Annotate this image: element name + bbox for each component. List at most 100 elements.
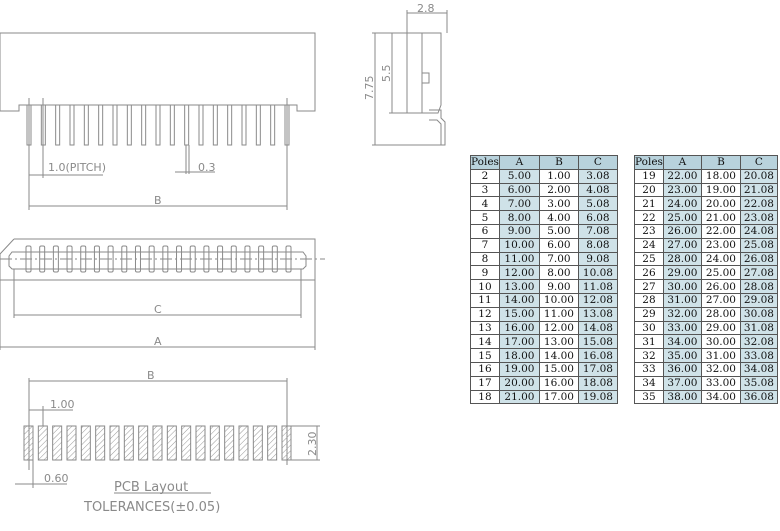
header-c: C (577, 155, 618, 170)
pin (255, 104, 261, 146)
cell-poles: 2 (470, 168, 500, 184)
cell-b: 13.00 (538, 334, 579, 350)
cell-poles: 20 (634, 182, 664, 198)
cell-c: 29.08 (739, 292, 778, 308)
side-width-label: 2.8 (417, 2, 435, 15)
cell-c: 11.08 (577, 279, 618, 294)
cell-c: 31.08 (739, 320, 778, 336)
pad (138, 425, 149, 461)
cell-b: 32.00 (700, 361, 741, 377)
side-total-height-label: 7.75 (363, 76, 376, 101)
header-a: A (498, 155, 540, 170)
cell-b: 23.00 (700, 237, 741, 253)
cell-a: 14.00 (498, 292, 540, 308)
cell-a: 17.00 (498, 334, 540, 350)
pad-height-label: 2.30 (306, 432, 319, 457)
cell-b: 33.00 (700, 375, 741, 391)
cell-b: 1.00 (538, 168, 579, 184)
header-b: B (538, 155, 579, 170)
cell-c: 12.08 (577, 292, 618, 308)
cell-a: 37.00 (662, 375, 702, 391)
cell-b: 31.00 (700, 348, 741, 363)
pcb-layout-title: PCB Layout (114, 480, 188, 495)
cell-b: 5.00 (538, 223, 579, 239)
cell-c: 8.08 (577, 237, 618, 253)
cell-b: 4.00 (538, 210, 579, 225)
cell-poles: 32 (634, 348, 664, 363)
cell-c: 14.08 (577, 320, 618, 336)
cell-c: 36.08 (739, 389, 778, 405)
cell-c: 7.08 (577, 223, 618, 239)
cell-a: 5.00 (498, 168, 540, 184)
pitch-label: 1.0(PITCH) (48, 161, 106, 174)
contact (93, 245, 100, 273)
front-view (0, 238, 325, 350)
cell-a: 7.00 (498, 196, 540, 212)
pcb-pitch-label: 1.00 (50, 398, 75, 411)
cell-b: 8.00 (538, 265, 579, 281)
cell-c: 24.08 (739, 223, 778, 239)
cell-b: 26.00 (700, 279, 741, 294)
cell-c: 28.08 (739, 279, 778, 294)
cell-b: 11.00 (538, 306, 579, 322)
cell-a: 34.00 (662, 334, 702, 350)
pcb-layout (15, 378, 320, 494)
cell-poles: 14 (470, 334, 500, 350)
pin-width-label: 0.3 (198, 161, 216, 174)
pin (270, 104, 276, 146)
cell-c: 3.08 (577, 168, 618, 184)
cell-poles: 29 (634, 306, 664, 322)
cell-b: 19.00 (700, 182, 741, 198)
dim-b-label: B (154, 194, 162, 207)
cell-a: 8.00 (498, 210, 540, 225)
cell-c: 23.08 (739, 210, 778, 225)
cell-a: 30.00 (662, 279, 702, 294)
header-poles: Poles (470, 155, 500, 170)
cell-a: 9.00 (498, 223, 540, 239)
cell-c: 10.08 (577, 265, 618, 281)
cell-poles: 18 (470, 389, 500, 405)
cell-b: 3.00 (538, 196, 579, 212)
cell-b: 29.00 (700, 320, 741, 336)
cell-poles: 22 (634, 210, 664, 225)
housing-outline (0, 238, 316, 350)
cell-a: 20.00 (498, 375, 540, 391)
cell-c: 32.08 (739, 334, 778, 350)
pad (109, 425, 120, 461)
pin (55, 104, 61, 146)
cell-poles: 28 (634, 292, 664, 308)
cell-b: 16.00 (538, 375, 579, 391)
cell-a: 18.00 (498, 348, 540, 363)
cell-poles: 33 (634, 361, 664, 377)
cell-poles: 15 (470, 348, 500, 363)
side-view (372, 10, 448, 146)
pad (238, 425, 249, 461)
cell-a: 32.00 (662, 306, 702, 322)
pad (224, 425, 235, 461)
cell-a: 36.00 (662, 361, 702, 377)
contact-tail (429, 109, 446, 146)
cell-c: 4.08 (577, 182, 618, 198)
pad (166, 425, 177, 461)
cell-b: 27.00 (700, 292, 741, 308)
pin (184, 104, 190, 146)
cell-b: 34.00 (700, 389, 741, 405)
cell-a: 10.00 (498, 237, 540, 253)
